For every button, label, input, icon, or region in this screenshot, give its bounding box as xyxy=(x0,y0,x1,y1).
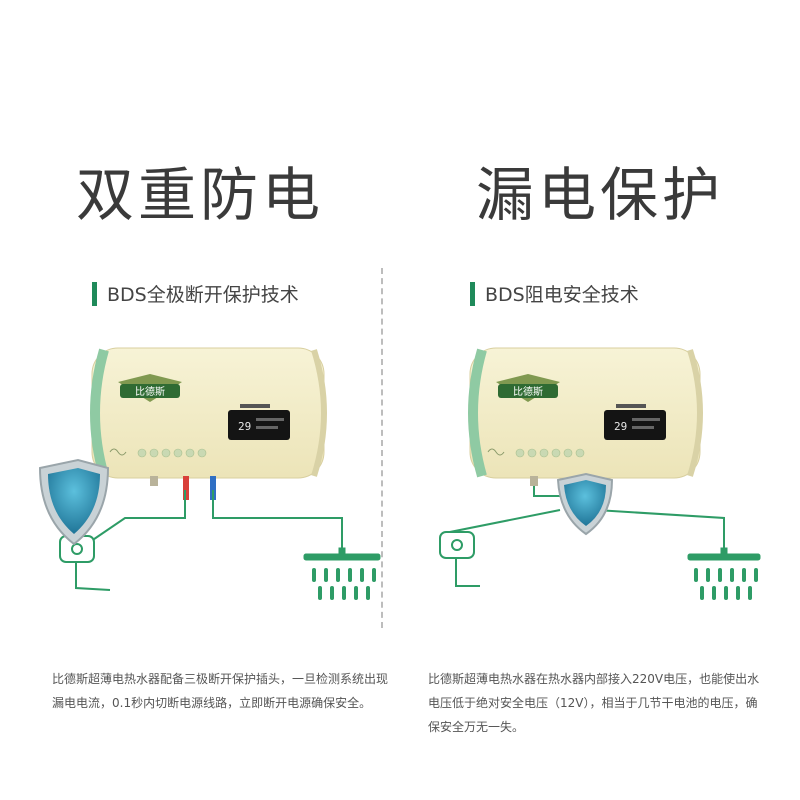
subtitle: BDS全极断开保护技术 xyxy=(92,280,299,307)
svg-text:29: 29 xyxy=(614,420,627,433)
shower-head-icon xyxy=(687,547,761,600)
digital-display xyxy=(604,410,666,440)
cold-pipe xyxy=(210,476,216,500)
subtitle: BDS阻电安全技术 xyxy=(470,280,639,307)
headline: 漏电保护 xyxy=(475,161,724,229)
wiring xyxy=(75,490,343,591)
hot-pipe xyxy=(183,476,189,500)
caption: 比德斯超薄电热水器配备三极断开保护插头，一旦检测系统出现漏电电流，0.1秒内切断… xyxy=(52,672,389,710)
subtitle-text: BDS全极断开保护技术 xyxy=(107,284,299,306)
water-heater-illustration: 比德斯 29 xyxy=(38,347,381,600)
brand-badge-text: 比德斯 xyxy=(513,385,543,398)
accent-bar xyxy=(92,281,97,306)
socket-icon xyxy=(439,531,475,559)
brand-badge: 比德斯 xyxy=(496,374,560,402)
shield-icon xyxy=(556,472,614,536)
center-divider xyxy=(381,268,383,628)
accent-bar xyxy=(470,281,475,306)
shield-icon xyxy=(38,458,110,546)
heater-side-cap xyxy=(90,348,109,478)
brand-badge-text: 比德斯 xyxy=(135,385,165,398)
svg-text:29: 29 xyxy=(238,420,251,433)
subtitle-text: BDS阻电安全技术 xyxy=(485,284,639,306)
headline: 双重防电 xyxy=(75,161,324,229)
digital-display xyxy=(228,410,290,440)
water-heater-illustration: 比德斯 29 xyxy=(439,347,761,600)
caption: 比德斯超薄电热水器在热水器内部接入220V电压，也能使出水电压低于绝对安全电压（… xyxy=(428,672,760,734)
control-buttons xyxy=(515,448,585,458)
panel-leakage-protection: 漏电保护 BDS阻电安全技术 比德斯 29 xyxy=(400,0,800,800)
control-buttons xyxy=(137,448,207,458)
brand-badge: 比德斯 xyxy=(118,374,182,402)
panel-double-protection: 双重防电 BDS全极断开保护技术 比德斯 29 xyxy=(38,161,389,710)
heater-side-cap xyxy=(468,348,487,478)
shower-head-icon xyxy=(303,547,381,600)
